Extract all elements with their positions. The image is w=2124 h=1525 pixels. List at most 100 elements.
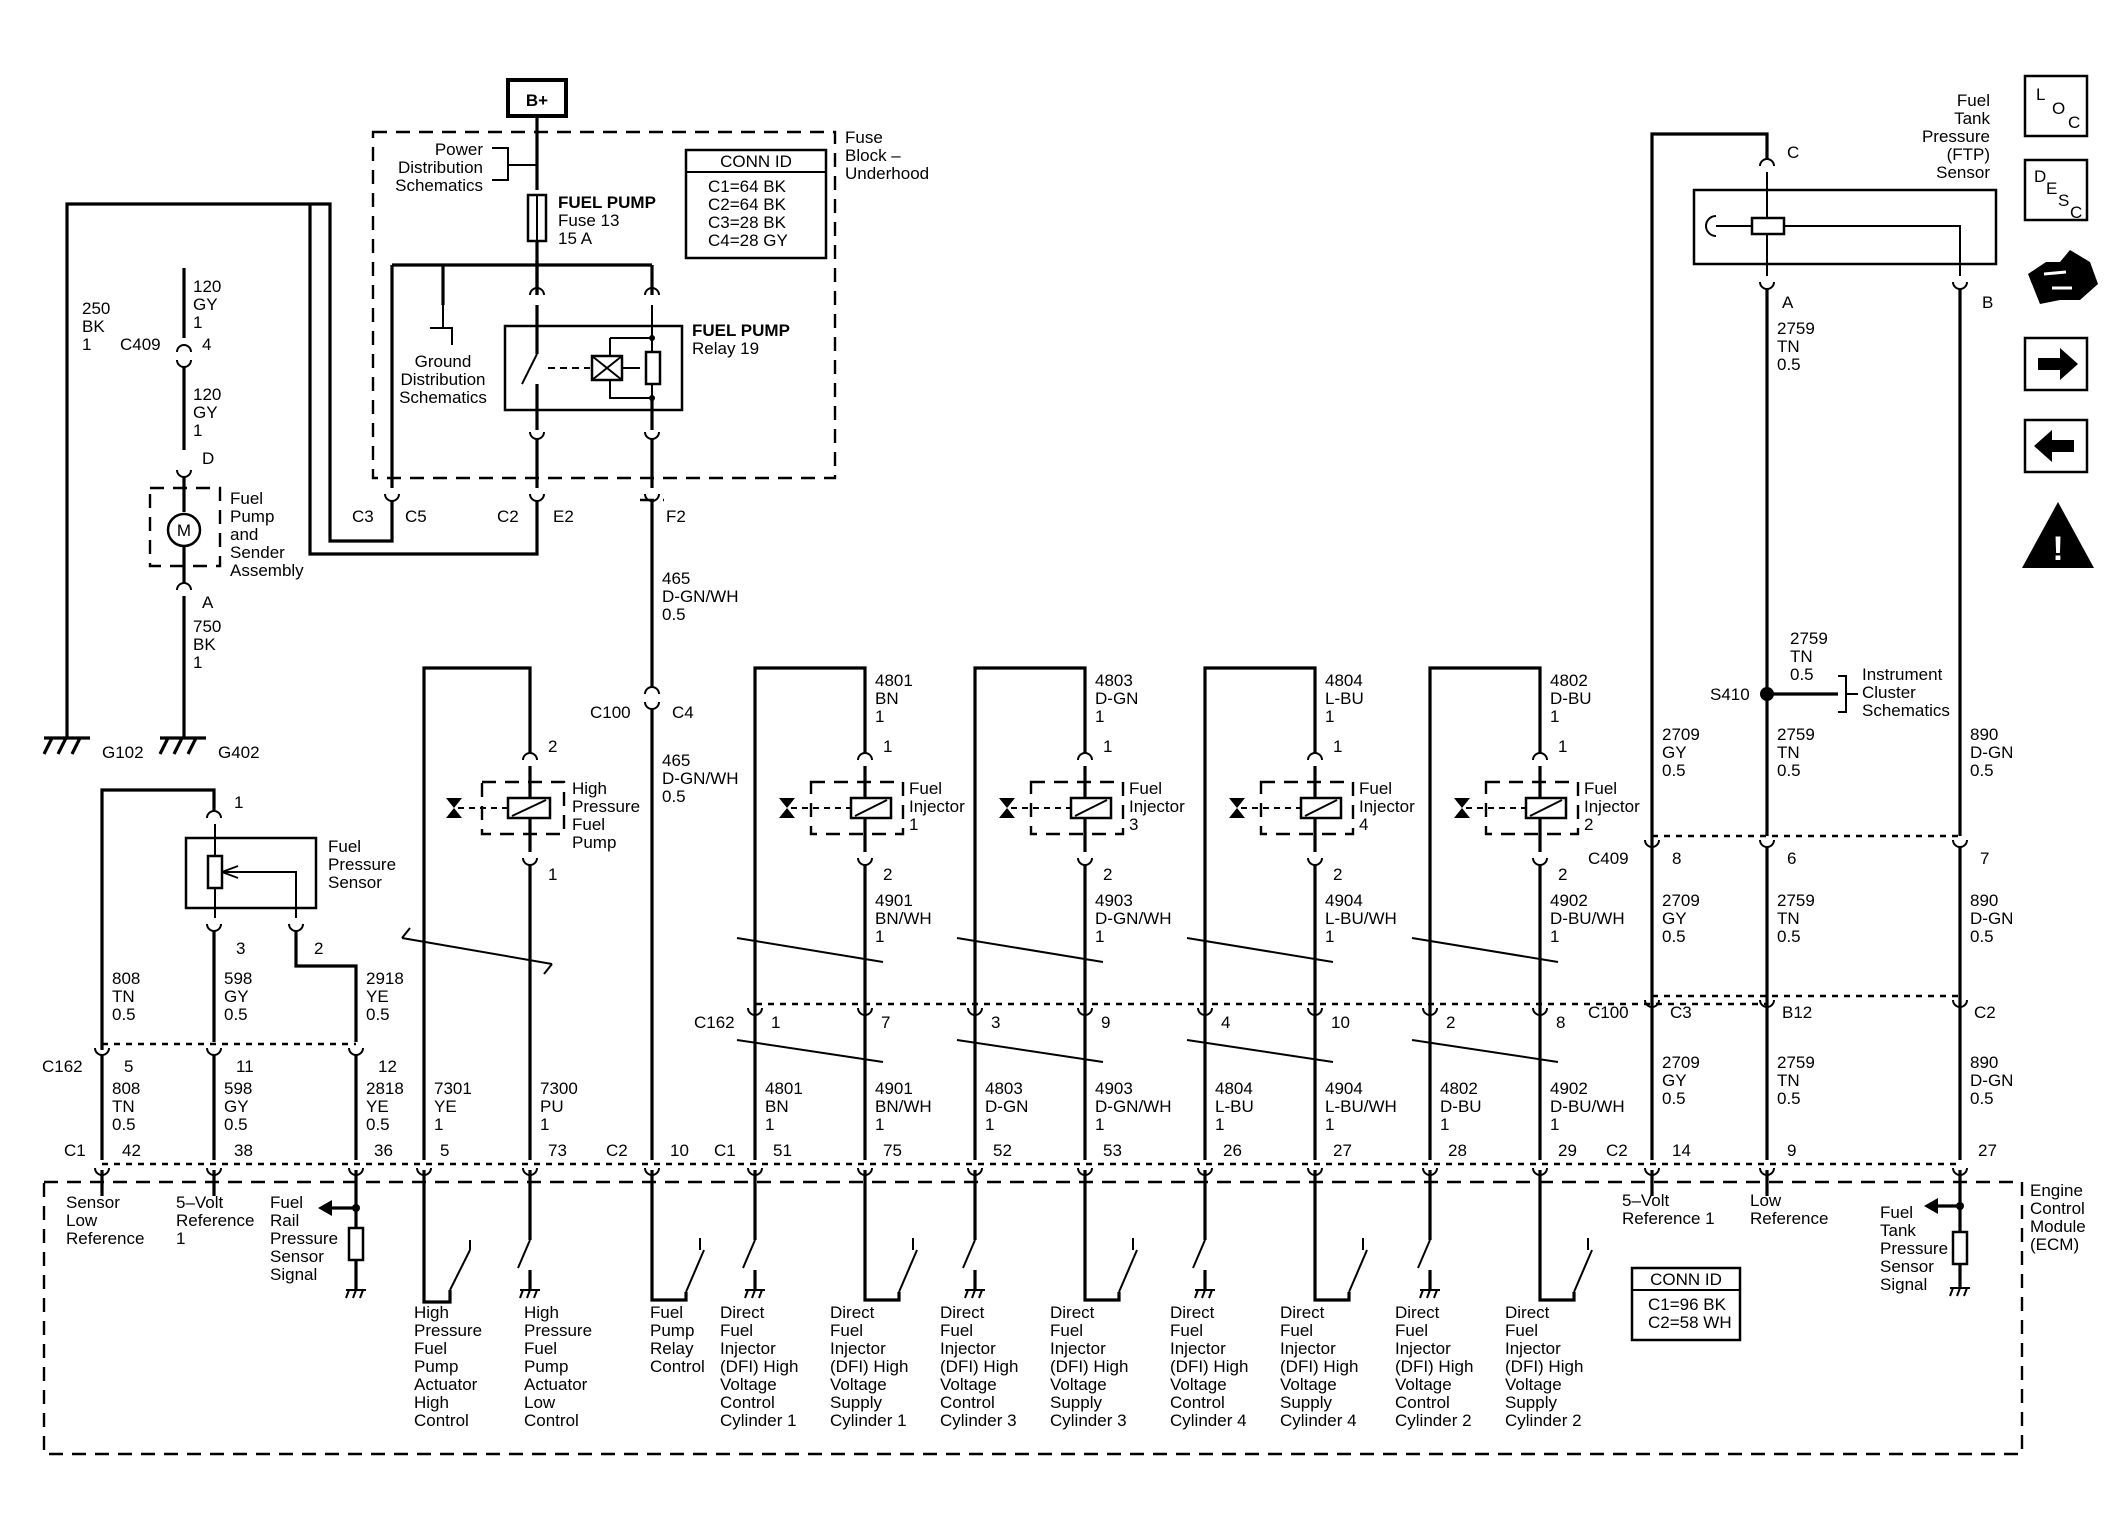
injector-label: 2 — [1584, 815, 1593, 834]
ground-dist-label: Ground — [415, 352, 472, 371]
conn-id-table-ecm: CONN ID C1=96 BK C2=58 WH — [1630, 1266, 1742, 1342]
relay-number: Relay 19 — [692, 339, 759, 358]
ecm-label-dfi1c: (DFI) High — [720, 1357, 798, 1376]
ecm-label-dfi3s: Voltage — [1050, 1375, 1107, 1394]
ecm-label-dfi3c: Direct — [940, 1303, 985, 1322]
warning-icon[interactable]: ! — [2022, 502, 2094, 568]
ecm-label-hp_low: Low — [524, 1393, 556, 1412]
injector-label: 3 — [1129, 815, 1138, 834]
ecm-connector-c1: C1 — [64, 1141, 86, 1160]
wire-750: 750 — [193, 617, 221, 636]
wire-label: 1 — [765, 1115, 774, 1134]
ecm-label-ftp-signal: Signal — [1880, 1275, 1927, 1294]
wire-750: 1 — [193, 653, 202, 672]
connector-pin: C2 — [1974, 1003, 1996, 1022]
svg-text:S: S — [2058, 191, 2069, 210]
connector-pin: 1 — [1103, 737, 1112, 756]
ecm-label-dfi2s: (DFI) High — [1505, 1357, 1583, 1376]
instrument-cluster-label: Cluster — [1862, 683, 1916, 702]
ecm-pin: 26 — [1223, 1141, 1242, 1160]
ecm-label-hp_high: High — [414, 1303, 449, 1322]
hp-fuel-pump-solenoid — [446, 766, 566, 852]
svg-text:C1=64 BK: C1=64 BK — [708, 177, 787, 196]
wire-label: 4801 — [765, 1079, 803, 1098]
connector-pin: 1 — [548, 865, 557, 884]
ecm-label-dfi2s: Cylinder 2 — [1505, 1411, 1582, 1430]
connector-pin: B12 — [1782, 1003, 1812, 1022]
ftp-sensor — [1692, 172, 1998, 276]
wire-2759: TN — [1777, 1071, 1800, 1090]
ecm-pin: 27 — [1333, 1141, 1352, 1160]
connector-pin: A — [1782, 293, 1794, 312]
wire-750: BK — [193, 635, 216, 654]
wire-120: 120 — [193, 385, 221, 404]
back-arrow-button[interactable] — [2023, 418, 2089, 474]
ecm-pin: 53 — [1103, 1141, 1122, 1160]
ecm-label-hp_high: Pump — [414, 1357, 458, 1376]
ecm-label-dfi3s: (DFI) High — [1050, 1357, 1128, 1376]
ecm-label-dfi3c: Voltage — [940, 1375, 997, 1394]
ecm-label-dfi4c: (DFI) High — [1170, 1357, 1248, 1376]
ecm-label-dfi1s: Cylinder 1 — [830, 1411, 907, 1430]
wire-2709: 0.5 — [1662, 1089, 1686, 1108]
ecm-label-hp_low: Fuel — [524, 1339, 557, 1358]
wire-890: 890 — [1970, 1053, 1998, 1072]
wire-120: 1 — [193, 421, 202, 440]
svg-text:C: C — [2068, 113, 2080, 132]
wire-label: 4802 — [1440, 1079, 1478, 1098]
ecm-label-dfi4s: Supply — [1280, 1393, 1332, 1412]
wire-890: 890 — [1970, 891, 1998, 910]
ftp-label: Sensor — [1936, 163, 1990, 182]
connector-pin: 10 — [1331, 1013, 1350, 1032]
ecm-label-dfi4s: Cylinder 4 — [1280, 1411, 1357, 1430]
ecm-label-5v-ref: Reference — [176, 1211, 254, 1230]
pressure-sensor-label: Pressure — [328, 855, 396, 874]
wire-label: 4804 — [1215, 1079, 1253, 1098]
ecm-label-hp_low: Actuator — [524, 1375, 588, 1394]
forward-arrow-button[interactable] — [2023, 336, 2089, 392]
injector-label: 1 — [909, 815, 918, 834]
ecm-label-dfi3c: Cylinder 3 — [940, 1411, 1017, 1430]
description-button[interactable]: D E S C — [2023, 158, 2089, 222]
ecm-connector-c2: C2 — [1606, 1141, 1628, 1160]
ftp-label: Pressure — [1922, 127, 1990, 146]
connector-pin: 2 — [883, 865, 892, 884]
wire-label: 4903 — [1095, 891, 1133, 910]
wire-label: BN/WH — [875, 1097, 932, 1116]
wire-label: 1 — [1325, 707, 1334, 726]
connector-end-view-icon[interactable] — [2028, 250, 2098, 304]
ecm-label-dfi3s: Direct — [1050, 1303, 1095, 1322]
wire-label: 1 — [1440, 1115, 1449, 1134]
ecm-pin: 73 — [548, 1141, 567, 1160]
injector-label: 4 — [1359, 815, 1368, 834]
ecm-label-5v-ref: 5–Volt — [176, 1193, 224, 1212]
ecm-label-dfi1c: Cylinder 1 — [720, 1411, 797, 1430]
ecm-label-dfi4s: Voltage — [1280, 1375, 1337, 1394]
wire-808: TN — [112, 1097, 135, 1116]
ecm-label-sensor-low: Sensor — [66, 1193, 120, 1212]
ecm-label-dfi2s: Fuel — [1505, 1321, 1538, 1340]
ecm-label-hp_low: Pressure — [524, 1321, 592, 1340]
wire-598: 0.5 — [224, 1115, 248, 1134]
connector-c162-right: C162 — [694, 1013, 735, 1032]
svg-text:L: L — [2036, 85, 2045, 104]
location-button[interactable]: L O C — [2023, 74, 2089, 138]
wire-2709: 2709 — [1662, 891, 1700, 910]
ecm-label-dfi1s: Injector — [830, 1339, 886, 1358]
wire-2759: 0.5 — [1777, 761, 1801, 780]
connector-c100-left: C100 — [590, 703, 631, 722]
wire-label: 4901 — [875, 1079, 913, 1098]
wire-label: 1 — [875, 707, 884, 726]
connector-pin: 8 — [1556, 1013, 1565, 1032]
wire-120: GY — [193, 295, 218, 314]
injector-label: Fuel — [1359, 779, 1392, 798]
ecm-label-dfi1c: Fuel — [720, 1321, 753, 1340]
connector-c409-right: C409 — [1588, 849, 1629, 868]
svg-text:D: D — [2034, 167, 2046, 186]
svg-text:B+: B+ — [526, 91, 548, 110]
connector-pin: 9 — [1101, 1013, 1110, 1032]
connector-pin: 1 — [883, 737, 892, 756]
